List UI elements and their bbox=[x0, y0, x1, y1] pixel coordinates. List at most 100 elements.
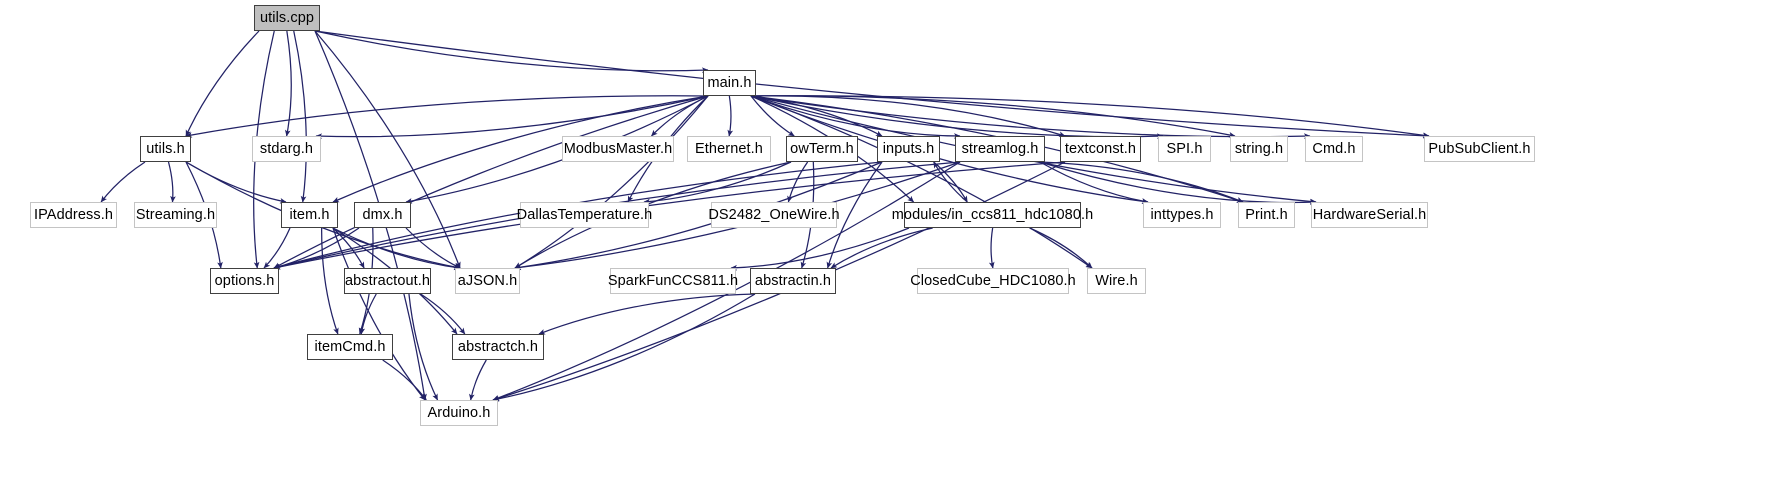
graph-edge bbox=[750, 95, 795, 137]
graph-edge bbox=[830, 227, 933, 269]
graph-node-label: modules/in_ccs811_hdc1080.h bbox=[891, 206, 1094, 223]
graph-node-label: Arduino.h bbox=[427, 404, 491, 421]
graph-edge bbox=[514, 161, 883, 270]
graph-node-dmx-h[interactable]: dmx.h bbox=[354, 202, 411, 228]
graph-edge bbox=[750, 95, 1430, 139]
graph-edge bbox=[321, 227, 339, 335]
graph-edge bbox=[315, 95, 709, 140]
graph-edge bbox=[314, 30, 1430, 139]
graph-node-label: item.h bbox=[289, 206, 330, 223]
graph-node-dallastemperature-h[interactable]: DallasTemperature.h bbox=[517, 202, 652, 228]
graph-edge bbox=[332, 227, 461, 271]
graph-edge bbox=[382, 359, 427, 401]
graph-node-label: ClosedCube_HDC1080.h bbox=[910, 272, 1076, 289]
graph-edge bbox=[730, 227, 910, 271]
graph-edge bbox=[750, 95, 1236, 138]
graph-node-label: SPI.h bbox=[1166, 140, 1203, 157]
graph-node-abstractch-h[interactable]: abstractch.h bbox=[452, 334, 544, 360]
graph-node-label: IPAddress.h bbox=[33, 206, 113, 223]
graph-edge bbox=[1039, 161, 1149, 204]
graph-node-label: Print.h bbox=[1245, 206, 1288, 223]
graph-node-main-h[interactable]: main.h bbox=[703, 70, 756, 96]
graph-node-label: Ethernet.h bbox=[695, 140, 763, 157]
graph-node-in-ccs811-hdc1080-h[interactable]: modules/in_ccs811_hdc1080.h bbox=[892, 202, 1093, 228]
graph-node-inputs-h[interactable]: inputs.h bbox=[877, 136, 940, 162]
graph-node-label: options.h bbox=[214, 272, 275, 289]
graph-edge bbox=[293, 30, 307, 203]
graph-edge bbox=[273, 161, 1066, 270]
graph-edge bbox=[408, 293, 439, 401]
graph-edge bbox=[538, 293, 756, 335]
graph-node-modbusmaster-h[interactable]: ModbusMaster.h bbox=[562, 136, 674, 162]
graph-node-pubsubclient-h[interactable]: PubSubClient.h bbox=[1424, 136, 1535, 162]
graph-edge bbox=[185, 161, 461, 270]
graph-node-stdarg-h[interactable]: stdarg.h bbox=[252, 136, 321, 162]
graph-node-spi-h[interactable]: SPI.h bbox=[1158, 136, 1211, 162]
graph-edge bbox=[359, 293, 377, 335]
graph-node-hardwareserial-h[interactable]: HardwareSerial.h bbox=[1311, 202, 1428, 228]
graph-edge bbox=[420, 293, 466, 335]
graph-edge bbox=[988, 227, 995, 269]
graph-node-label: DallasTemperature.h bbox=[516, 206, 653, 223]
graph-node-label: textconst.h bbox=[1064, 140, 1137, 157]
graph-edge bbox=[100, 161, 146, 203]
graph-node-label: inputs.h bbox=[882, 140, 935, 157]
graph-node-cmd-h[interactable]: Cmd.h bbox=[1305, 136, 1363, 162]
graph-node-ds2482-onewire-h[interactable]: DS2482_OneWire.h bbox=[708, 202, 840, 228]
graph-node-inttypes-h[interactable]: inttypes.h bbox=[1143, 202, 1221, 228]
graph-edge bbox=[314, 30, 461, 269]
graph-node-ajson-h[interactable]: aJSON.h bbox=[455, 268, 520, 294]
graph-node-label: Cmd.h bbox=[1312, 140, 1356, 157]
graph-edge bbox=[826, 161, 883, 269]
graph-node-streamlog-h[interactable]: streamlog.h bbox=[955, 136, 1045, 162]
graph-node-utils-cpp[interactable]: utils.cpp bbox=[254, 5, 320, 31]
graph-node-wire-h[interactable]: Wire.h bbox=[1087, 268, 1146, 294]
graph-node-label: main.h bbox=[707, 74, 752, 91]
graph-node-label: abstractin.h bbox=[754, 272, 832, 289]
graph-node-string-h[interactable]: string.h bbox=[1230, 136, 1288, 162]
graph-edge bbox=[273, 95, 709, 269]
graph-edge bbox=[167, 161, 176, 203]
graph-node-sparkfunccs811-h[interactable]: SparkFunCCS811.h bbox=[607, 268, 739, 294]
graph-node-label: SparkFunCCS811.h bbox=[607, 272, 739, 289]
graph-edge bbox=[405, 95, 709, 204]
graph-edge bbox=[787, 161, 809, 203]
graph-node-ethernet-h[interactable]: Ethernet.h bbox=[687, 136, 771, 162]
graph-node-label: string.h bbox=[1234, 140, 1284, 157]
graph-node-utils-h[interactable]: utils.h bbox=[140, 136, 191, 162]
graph-node-label: aJSON.h bbox=[457, 272, 518, 289]
graph-edge bbox=[750, 95, 1164, 140]
graph-edge bbox=[514, 161, 961, 271]
graph-node-print-h[interactable]: Print.h bbox=[1238, 202, 1295, 228]
graph-node-ipaddress-h[interactable]: IPAddress.h bbox=[30, 202, 117, 228]
graph-node-label: ModbusMaster.h bbox=[563, 140, 673, 157]
graph-edge bbox=[492, 161, 961, 401]
graph-node-label: HardwareSerial.h bbox=[1312, 206, 1427, 223]
graph-node-itemcmd-h[interactable]: itemCmd.h bbox=[307, 334, 393, 360]
graph-edge bbox=[185, 30, 260, 137]
graph-node-label: abstractch.h bbox=[457, 338, 539, 355]
graph-edge bbox=[1039, 161, 1244, 203]
graph-node-owterm-h[interactable]: owTerm.h bbox=[786, 136, 858, 162]
graph-edge bbox=[492, 293, 756, 402]
graph-node-label: abstractout.h bbox=[344, 272, 431, 289]
graph-node-abstractin-h[interactable]: abstractin.h bbox=[750, 268, 836, 294]
graph-node-options-h[interactable]: options.h bbox=[210, 268, 279, 294]
graph-node-item-h[interactable]: item.h bbox=[281, 202, 338, 228]
graph-node-label: PubSubClient.h bbox=[1428, 140, 1531, 157]
graph-edge bbox=[750, 95, 1093, 269]
graph-node-label: owTerm.h bbox=[790, 140, 854, 157]
graph-node-label: Streaming.h bbox=[135, 206, 216, 223]
graph-node-arduino-h[interactable]: Arduino.h bbox=[420, 400, 498, 426]
graph-edge bbox=[727, 95, 734, 137]
graph-node-closedcube-hdc1080-h[interactable]: ClosedCube_HDC1080.h bbox=[910, 268, 1076, 294]
graph-node-abstractout-h[interactable]: abstractout.h bbox=[344, 268, 431, 294]
graph-node-label: Wire.h bbox=[1095, 272, 1138, 289]
graph-node-label: dmx.h bbox=[362, 206, 403, 223]
graph-node-streaming-h[interactable]: Streaming.h bbox=[134, 202, 217, 228]
graph-edge bbox=[469, 359, 487, 401]
graph-edge bbox=[263, 227, 291, 269]
graph-node-textconst-h[interactable]: textconst.h bbox=[1060, 136, 1141, 162]
